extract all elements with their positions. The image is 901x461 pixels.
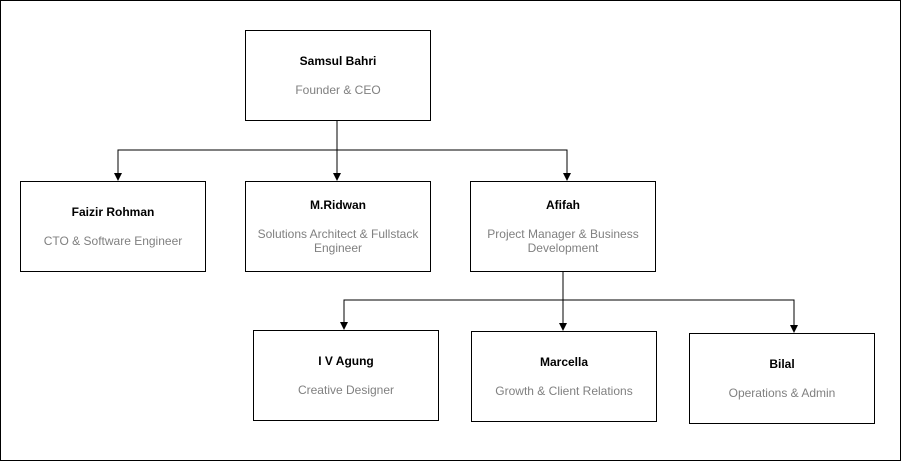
org-node-marcella[interactable]: Marcella Growth & Client Relations xyxy=(471,331,657,422)
org-node-i-v-agung[interactable]: I V Agung Creative Designer xyxy=(253,330,439,421)
node-name: Marcella xyxy=(539,355,589,369)
node-role: Growth & Client Relations xyxy=(495,384,633,398)
node-role: CTO & Software Engineer xyxy=(43,234,183,248)
org-node-faizir-rohman[interactable]: Faizir Rohman CTO & Software Engineer xyxy=(20,181,206,272)
connector-afifah-agung xyxy=(340,271,564,330)
node-name: Afifah xyxy=(546,198,580,212)
node-name: Faizir Rohman xyxy=(71,205,155,219)
node-name: M.Ridwan xyxy=(310,198,366,212)
node-role: Project Manager & Business Development xyxy=(487,227,639,255)
connector-samsul-afifah xyxy=(336,121,571,181)
connector-afifah-bilal xyxy=(562,271,798,333)
node-role: Operations & Admin xyxy=(728,386,836,400)
node-name: I V Agung xyxy=(318,354,374,368)
org-node-afifah[interactable]: Afifah Project Manager & Business Develo… xyxy=(470,181,656,272)
org-node-bilal[interactable]: Bilal Operations & Admin xyxy=(689,333,875,424)
node-name: Bilal xyxy=(769,357,795,371)
node-role: Creative Designer xyxy=(297,383,395,397)
org-node-samsul-bahri[interactable]: Samsul Bahri Founder & CEO xyxy=(245,30,431,121)
connector-samsul-faizir xyxy=(114,121,338,181)
node-name: Samsul Bahri xyxy=(299,54,377,68)
node-role: Solutions Architect & Fullstack Engineer xyxy=(257,227,419,255)
org-node-m-ridwan[interactable]: M.Ridwan Solutions Architect & Fullstack… xyxy=(245,181,431,272)
node-role: Founder & CEO xyxy=(295,83,381,97)
